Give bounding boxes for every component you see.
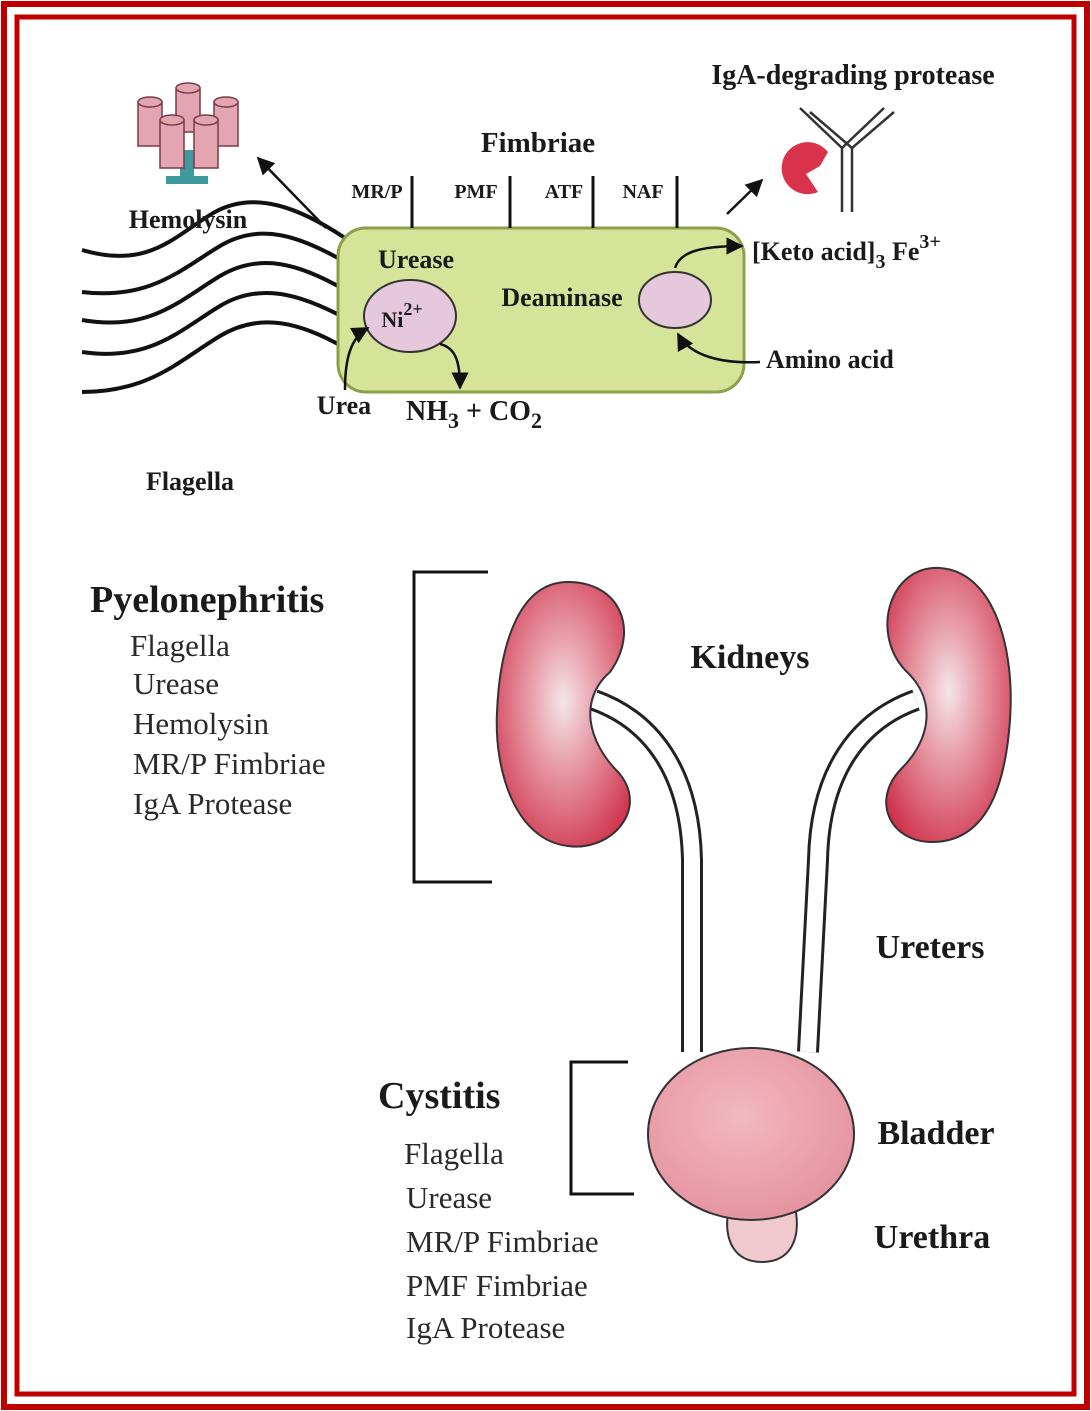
hemolysin-icon xyxy=(138,83,238,184)
co2-subscript: 2 xyxy=(531,408,542,433)
fimbria-type-pmf: PMF xyxy=(454,181,497,203)
cystitis-factor: PMF Fimbriae xyxy=(406,1268,588,1303)
fimbria-type-naf: NAF xyxy=(622,181,663,203)
cystitis-factor: MR/P Fimbriae xyxy=(406,1224,599,1259)
fimbria-type-atf: ATF xyxy=(545,181,584,203)
ureters xyxy=(594,700,916,1052)
cystitis-factor: Urease xyxy=(406,1180,492,1215)
iron-text: Fe xyxy=(885,237,919,266)
urethra-label: Urethra xyxy=(874,1219,990,1256)
nh3-text: NH xyxy=(406,396,448,427)
cystitis-factor: Flagella xyxy=(404,1136,504,1171)
hemolysin-arrow xyxy=(258,158,326,228)
cystitis-title: Cystitis xyxy=(378,1075,500,1117)
fimbriae-title: Fimbriae xyxy=(481,127,595,159)
kidneys-label: Kidneys xyxy=(690,639,809,676)
keto-acid-text: [Keto acid] xyxy=(752,237,875,266)
deaminase-site xyxy=(639,272,711,328)
nh3-subscript: 3 xyxy=(448,408,459,433)
nickel-charge: 2+ xyxy=(403,299,422,319)
flagella-label: Flagella xyxy=(146,467,234,496)
nh3-co2-label: NH3 + CO2 xyxy=(406,396,542,433)
urea-label: Urea xyxy=(317,391,371,420)
bladder xyxy=(648,1048,854,1220)
pyelonephritis-factor: IgA Protease xyxy=(133,786,292,821)
co2-text: + CO xyxy=(459,396,531,427)
pyelonephritis-factor: MR/P Fimbriae xyxy=(133,746,326,781)
pyelonephritis-factor: Urease xyxy=(133,666,219,701)
iga-protease-label: IgA-degrading protease xyxy=(711,60,994,91)
protease-arrow xyxy=(727,180,762,214)
urease-label: Urease xyxy=(378,245,454,274)
ureters-label: Ureters xyxy=(876,929,985,966)
hemolysin-label: Hemolysin xyxy=(129,205,248,234)
amino-acid-label: Amino acid xyxy=(766,345,894,374)
fimbria-type-mrp: MR/P xyxy=(351,181,402,203)
cystitis-bracket xyxy=(571,1062,634,1194)
iga-protease-icon xyxy=(782,142,828,194)
pyelonephritis-title: Pyelonephritis xyxy=(90,579,324,621)
pyelonephritis-factor: Flagella xyxy=(130,628,230,663)
cystitis-factor: IgA Protease xyxy=(406,1310,565,1345)
pyelonephritis-factor: Hemolysin xyxy=(133,706,270,741)
keto-acid-iron-label: [Keto acid]3 Fe3+ xyxy=(752,231,941,273)
pyelonephritis-bracket xyxy=(414,572,492,882)
bladder-label: Bladder xyxy=(877,1115,994,1152)
deaminase-label: Deaminase xyxy=(501,283,622,312)
keto-acid-subscript: 3 xyxy=(875,251,885,273)
nickel-symbol: Ni xyxy=(381,307,403,332)
iron-charge: 3+ xyxy=(919,231,940,253)
